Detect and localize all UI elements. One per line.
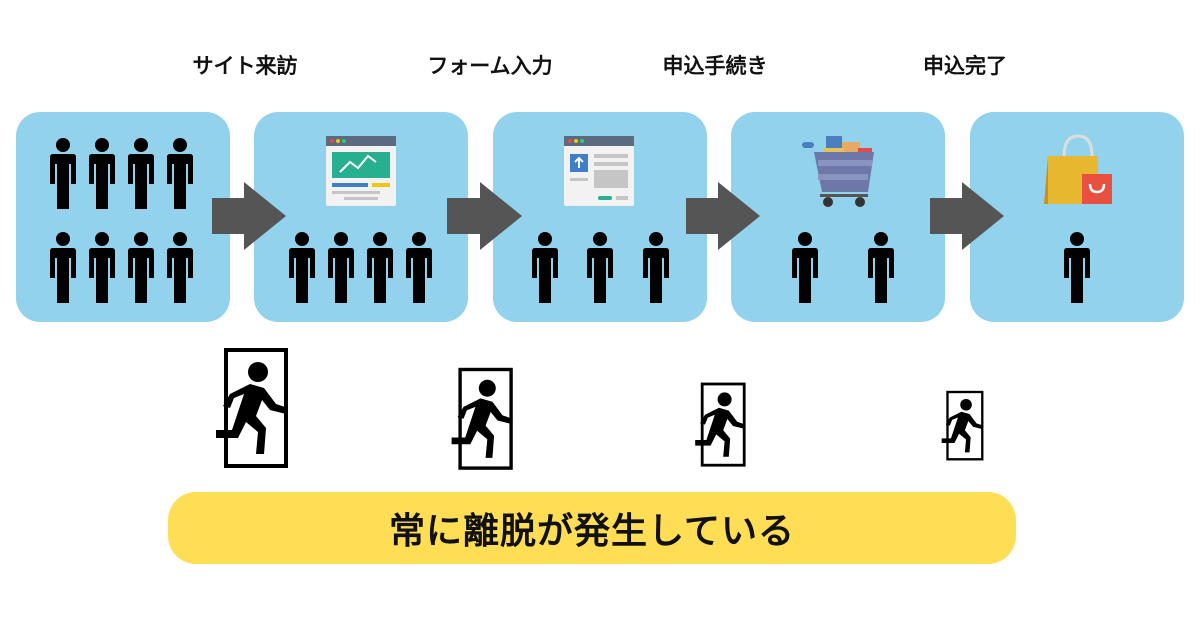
exit-run-icon — [693, 382, 747, 467]
exit-run-icon — [940, 390, 985, 461]
exit-run-icon — [214, 348, 290, 468]
person-icon — [792, 232, 818, 303]
person-icon — [643, 232, 669, 303]
people-group-visit — [50, 138, 193, 303]
shopping-bags-icon — [1044, 134, 1112, 204]
person-icon — [532, 232, 558, 303]
churn-banner: 常に離脱が発生している — [168, 492, 1016, 564]
person-icon — [367, 232, 393, 303]
person-icon — [868, 232, 894, 303]
stage-panel-visit — [16, 112, 230, 322]
person-icon — [587, 232, 613, 303]
web-form-page-icon — [564, 136, 634, 206]
person-icon — [50, 232, 76, 303]
stage-label-complete: 申込完了 — [923, 54, 1007, 78]
person-icon — [1064, 232, 1090, 303]
stage-label-visit: サイト来訪 — [192, 54, 298, 78]
person-icon — [167, 138, 193, 209]
person-icon — [89, 232, 115, 303]
flow-arrows — [212, 182, 1004, 250]
stage-label-procedure: 申込手続き — [662, 54, 768, 78]
person-icon — [328, 232, 354, 303]
exit-run-icon — [449, 367, 515, 470]
person-icon — [289, 232, 315, 303]
web-analytics-page-icon — [326, 136, 396, 206]
person-icon — [89, 138, 115, 209]
arrow-icon — [212, 182, 286, 250]
person-icon — [167, 232, 193, 303]
stage-label-form: フォーム入力 — [427, 54, 553, 78]
arrow-icon — [447, 182, 522, 250]
banner-text: 常に離脱が発生している — [389, 511, 795, 552]
person-icon — [128, 232, 154, 303]
people-group-complete — [1064, 232, 1090, 303]
people-group-cart — [792, 232, 894, 303]
exit-icons — [214, 348, 985, 470]
person-icon — [406, 232, 432, 303]
person-icon — [50, 138, 76, 209]
people-group-procedure — [532, 232, 669, 303]
arrow-icon — [686, 182, 760, 250]
arrow-icon — [930, 182, 1004, 250]
person-icon — [128, 138, 154, 209]
people-group-form — [289, 232, 432, 303]
shopping-cart-icon — [802, 136, 874, 207]
